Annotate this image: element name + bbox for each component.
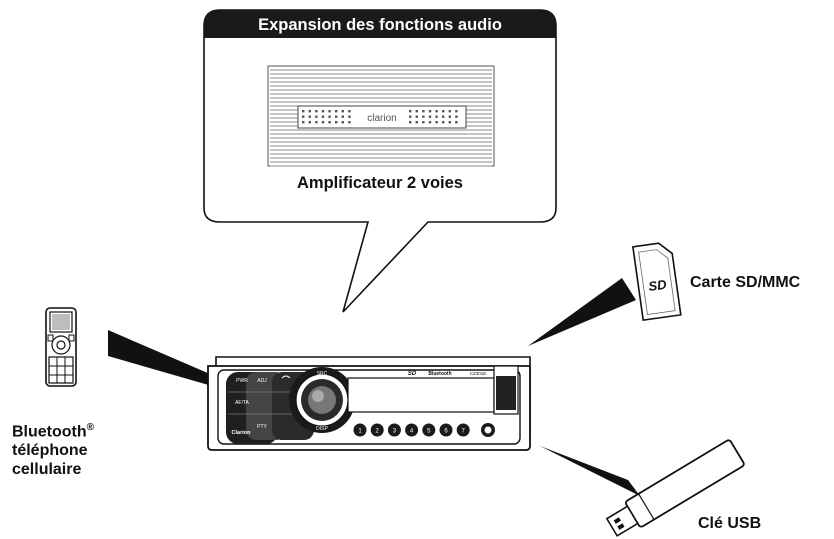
amplifier-vent-dot bbox=[335, 110, 338, 113]
amplifier-vent-dot bbox=[409, 121, 412, 124]
amplifier-vent-dot bbox=[442, 121, 445, 124]
amplifier-vent-dot bbox=[422, 110, 425, 113]
preset-button bbox=[439, 423, 453, 437]
amplifier-vent-dot bbox=[341, 121, 344, 124]
preset-button bbox=[387, 423, 401, 437]
amplifier-vent-dot bbox=[448, 110, 451, 113]
knob-label-bottom: DISP bbox=[316, 426, 328, 432]
knob-label-top: SRC bbox=[317, 371, 328, 377]
amplifier-brand: clarion bbox=[367, 113, 396, 124]
head-unit-model: CZ301E bbox=[470, 371, 487, 376]
amplifier-vent-dot bbox=[315, 115, 318, 118]
preset-button bbox=[456, 423, 470, 437]
preset-button-label: 4 bbox=[410, 429, 414, 435]
callout-header-bar bbox=[204, 10, 556, 38]
usb-key-label: Clé USB bbox=[698, 515, 762, 532]
bluetooth-label-line1: Bluetooth bbox=[12, 423, 87, 441]
amplifier-vent-dot bbox=[328, 110, 331, 113]
preset-button-label: 7 bbox=[462, 429, 466, 435]
amplifier-vent-dot bbox=[455, 110, 458, 113]
preset-button bbox=[353, 423, 367, 437]
amplifier-vent-dot bbox=[415, 121, 418, 124]
usb-key-icon bbox=[605, 439, 745, 537]
amplifier-vent-dot bbox=[422, 121, 425, 124]
preset-button bbox=[422, 423, 436, 437]
amplifier-vent-dot bbox=[415, 115, 418, 118]
head-unit-sd-logo: SD bbox=[408, 371, 417, 377]
amplifier-vent-dot bbox=[428, 110, 432, 113]
preset-button-label: 6 bbox=[444, 429, 448, 435]
head-unit-btn-pwr: PWR bbox=[236, 378, 248, 384]
preset-button-label: 5 bbox=[427, 429, 431, 435]
amplifier-vent-dot bbox=[315, 121, 318, 124]
head-unit-logo: Clarion bbox=[232, 430, 252, 436]
amplifier-vent-dot bbox=[435, 110, 438, 113]
head-unit: PWR ADJ AF/TA PTY Clarion SRC DISP SD Bl… bbox=[207, 356, 531, 451]
wedge-bluetooth bbox=[108, 330, 212, 386]
head-unit-btn-af: AF/TA bbox=[235, 400, 249, 406]
sd-card-logo: SD bbox=[647, 277, 668, 294]
head-unit-btn-pty: PTY bbox=[257, 424, 267, 430]
amplifier-vent-dot bbox=[341, 115, 344, 118]
bluetooth-reg-mark: ® bbox=[86, 422, 95, 433]
amplifier-vent-dot bbox=[409, 110, 412, 113]
amplifier-vent-dot bbox=[308, 110, 311, 113]
bluetooth-label-line3: cellulaire bbox=[12, 461, 82, 479]
amplifier-vent-dot bbox=[435, 115, 438, 118]
preset-button-label: 2 bbox=[376, 429, 380, 435]
amplifier-vent-dot bbox=[348, 121, 351, 124]
amplifier-vent-dot bbox=[302, 110, 305, 113]
preset-button-label: 1 bbox=[358, 429, 362, 435]
bluetooth-phone-label: Bluetooth® téléphone cellulaire bbox=[12, 418, 94, 479]
amplifier-vent-dot bbox=[302, 115, 305, 118]
sd-card-icon: SD bbox=[631, 242, 682, 322]
amplifier-vent-dot bbox=[435, 121, 438, 124]
amplifier-vent-dot bbox=[428, 115, 432, 118]
amplifier-vent-dot bbox=[308, 121, 311, 124]
preset-button-label: 3 bbox=[393, 429, 397, 435]
head-unit-btn-adj: ADJ bbox=[257, 378, 267, 384]
amplifier-vent-dot bbox=[328, 121, 331, 124]
amplifier-image: clarion bbox=[267, 65, 495, 167]
amplifier-vent-dot bbox=[348, 115, 351, 118]
amplifier-vent-dot bbox=[409, 115, 412, 118]
amplifier-vent-dot bbox=[442, 110, 445, 113]
amplifier-vent-dot bbox=[335, 121, 338, 124]
amplifier-vent-dot bbox=[448, 121, 451, 124]
sd-card-label: Carte SD/MMC bbox=[690, 274, 801, 291]
wedge-usb bbox=[540, 446, 640, 496]
amplifier-label: Amplificateur 2 voies bbox=[297, 174, 463, 192]
preset-button bbox=[370, 423, 384, 437]
amplifier-vent-dot bbox=[302, 121, 305, 124]
preset-button bbox=[405, 423, 419, 437]
amplifier-vent-dot bbox=[321, 110, 325, 113]
amplifier-vent-dot bbox=[448, 115, 451, 118]
amplifier-vent-dot bbox=[321, 115, 325, 118]
mobile-phone-icon bbox=[45, 307, 77, 387]
amplifier-vent-dot bbox=[341, 110, 344, 113]
callout-title: Expansion des fonctions audio bbox=[258, 16, 502, 34]
amplifier-vent-dot bbox=[315, 110, 318, 113]
bluetooth-label-line2: téléphone bbox=[12, 442, 88, 460]
amplifier-vent-dot bbox=[442, 115, 445, 118]
amplifier-vent-dot bbox=[335, 115, 338, 118]
amplifier-vent-dot bbox=[455, 121, 458, 124]
preset-buttons: 1 2 3 4 5 6 7 bbox=[353, 423, 470, 437]
amplifier-vent-dot bbox=[422, 115, 425, 118]
head-unit-bt-logo: Bluetooth bbox=[428, 371, 451, 377]
amplifier-vent-dot bbox=[308, 115, 311, 118]
wedge-sd-card bbox=[528, 278, 636, 346]
amplifier-vent-dot bbox=[428, 121, 432, 124]
amplifier-vent-dot bbox=[321, 121, 325, 124]
amplifier-vent-dot bbox=[328, 115, 331, 118]
amplifier-vent-dot bbox=[348, 110, 351, 113]
amplifier-vent-dot bbox=[415, 110, 418, 113]
amplifier-vent-dot bbox=[455, 115, 458, 118]
amplifier-dots bbox=[302, 110, 458, 124]
